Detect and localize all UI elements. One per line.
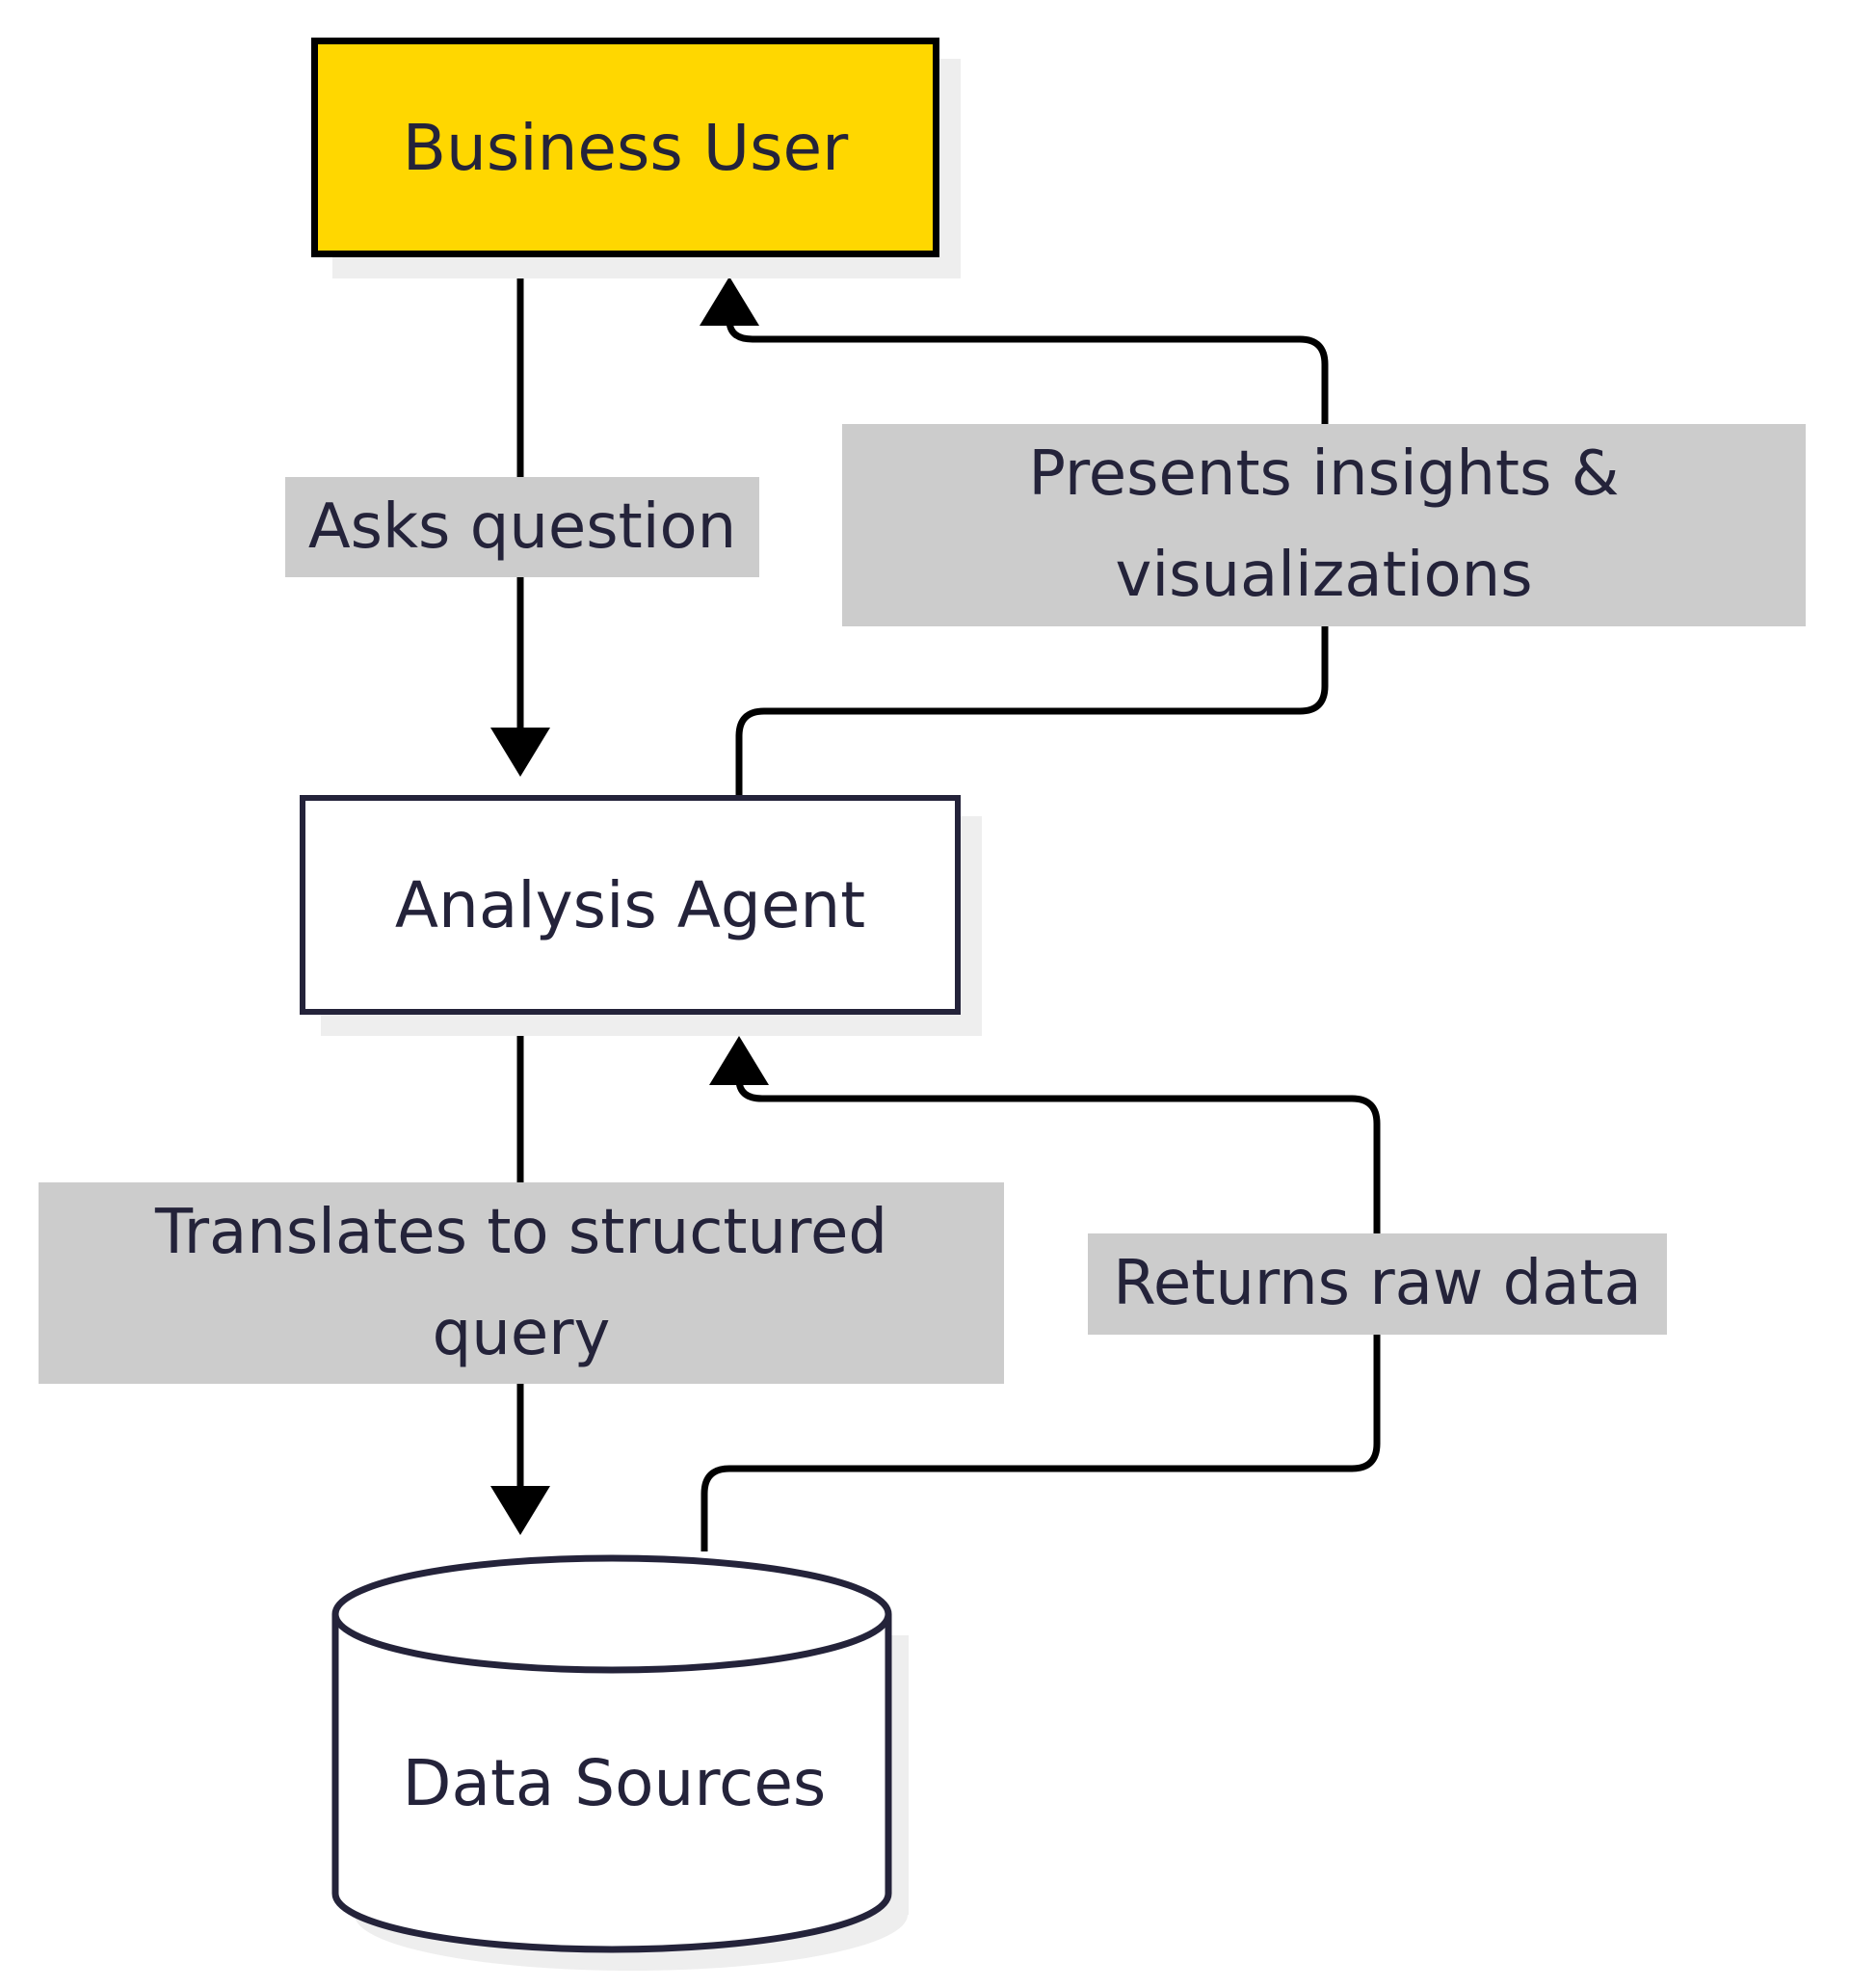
business-user-label: Business User xyxy=(402,110,849,185)
data-sources-node: Data Sources xyxy=(337,1706,891,1860)
arrowhead-down-agent xyxy=(490,728,550,777)
edge-returns-raw-data xyxy=(700,1078,1381,1551)
edge-label-returns-raw-data: Returns raw data xyxy=(1088,1233,1667,1335)
business-user-node: Business User xyxy=(311,38,939,257)
data-sources-cylinder xyxy=(331,1554,892,1953)
arrowhead-up-business xyxy=(700,277,759,326)
edge-label-translates-query: Translates to structured query xyxy=(39,1182,1004,1384)
arrowhead-down-data xyxy=(490,1486,550,1535)
arrowhead-up-agent xyxy=(709,1036,769,1085)
analysis-agent-node: Analysis Agent xyxy=(300,795,961,1015)
edge-presents-insights xyxy=(726,319,1329,795)
edge-label-asks-question: Asks question xyxy=(285,477,759,577)
edge-label-presents-insights: Presents insights & visualizations xyxy=(842,424,1806,626)
data-sources-label: Data Sources xyxy=(402,1745,827,1820)
analysis-agent-label: Analysis Agent xyxy=(394,867,866,942)
